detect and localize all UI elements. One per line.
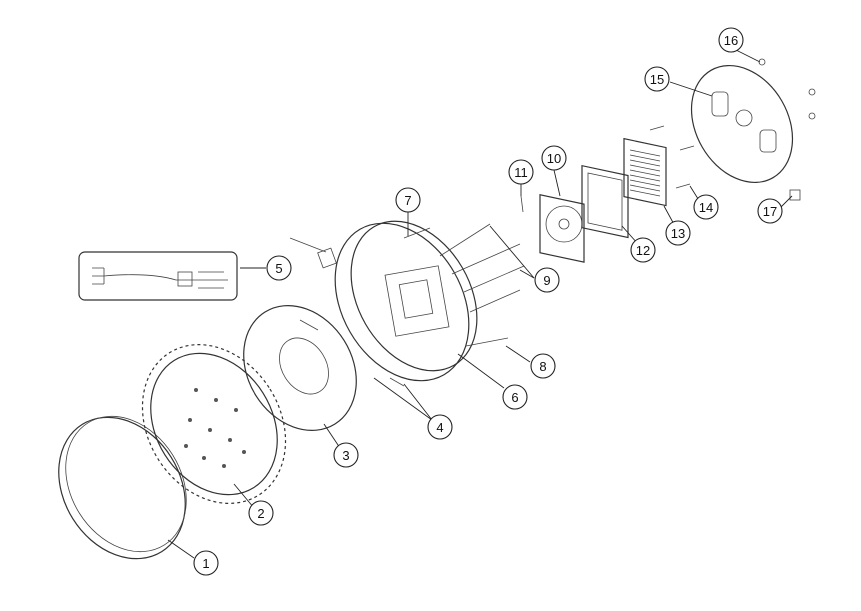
callout-2: 2 [248, 500, 274, 526]
heat-sink-hole [214, 398, 218, 402]
grille-slat [629, 169, 661, 177]
callout-circle [427, 414, 453, 440]
grille-slat [629, 164, 661, 172]
callout-circle [248, 500, 274, 526]
part-fan-pin [520, 195, 524, 213]
callout-17: 17 [757, 198, 783, 224]
part-vent-grille [623, 137, 667, 207]
part-cable-assembly [78, 237, 337, 301]
callout-13: 13 [665, 220, 691, 246]
callout-11: 11 [508, 159, 534, 185]
callout-circle [333, 442, 359, 468]
callout-circle [718, 27, 744, 53]
heat-sink-hole [194, 388, 198, 392]
callout-number: 5 [275, 261, 282, 276]
grille-slat [629, 159, 661, 167]
part-plate-screws [299, 319, 405, 387]
callout-circle [530, 353, 556, 379]
callout-number: 9 [543, 273, 550, 288]
part-grille-screws [649, 125, 695, 189]
callout-14: 14 [693, 194, 719, 220]
callout-circle [665, 220, 691, 246]
callout-number: 15 [650, 72, 664, 87]
grille-slat [629, 174, 661, 182]
callout-circle [193, 550, 219, 576]
callout-number: 3 [342, 448, 349, 463]
grille-slat [629, 149, 661, 157]
callout-number: 14 [699, 200, 713, 215]
heat-sink-hole [202, 456, 206, 460]
grille-slat [629, 184, 661, 192]
callout-number: 6 [511, 390, 518, 405]
part-cover-fasteners [758, 58, 816, 201]
callout-number: 13 [671, 226, 685, 241]
part-back-cover [690, 64, 794, 184]
grille-slat [629, 154, 661, 162]
heat-sink-hole [222, 464, 226, 468]
callout-16: 16 [718, 27, 744, 53]
callout-number: 7 [404, 193, 411, 208]
callout-circle [757, 198, 783, 224]
callout-number: 17 [763, 204, 777, 219]
heat-sink-hole [188, 418, 192, 422]
part-heat-sink [141, 344, 287, 504]
heat-sink-hole [184, 444, 188, 448]
callout-number: 8 [539, 359, 546, 374]
callout-4: 4 [427, 414, 453, 440]
callout-number: 12 [636, 243, 650, 258]
callout-circle [541, 145, 567, 171]
callout-number: 11 [514, 165, 528, 180]
callout-8: 8 [530, 353, 556, 379]
heat-sink-hole [234, 408, 238, 412]
callout-circle [395, 187, 421, 213]
heat-sink-hole [242, 450, 246, 454]
callout-circle [630, 237, 656, 263]
callout-circle [508, 159, 534, 185]
callout-number: 16 [724, 33, 738, 48]
part-main-housing [334, 220, 478, 382]
callout-3: 3 [333, 442, 359, 468]
grille-slat [629, 189, 661, 197]
callout-1: 1 [193, 550, 219, 576]
part-housing-bolts [403, 223, 525, 347]
heat-sink-hole [228, 438, 232, 442]
callout-12: 12 [630, 237, 656, 263]
callout-circle [534, 267, 560, 293]
callout-15: 15 [644, 66, 670, 92]
callout-6: 6 [502, 384, 528, 410]
callout-number: 10 [547, 151, 561, 166]
callout-9: 9 [534, 267, 560, 293]
part-mounting-plate [243, 305, 357, 431]
callout-number: 2 [257, 506, 264, 521]
callout-5: 5 [266, 255, 292, 281]
callout-circle [693, 194, 719, 220]
callout-10: 10 [541, 145, 567, 171]
callout-number: 1 [202, 556, 209, 571]
part-cooling-fan [539, 194, 585, 263]
grille-slat [629, 179, 661, 187]
callout-circle [644, 66, 670, 92]
callout-circle [502, 384, 528, 410]
callout-7: 7 [395, 187, 421, 213]
callout-circle [266, 255, 292, 281]
part-gasket [581, 164, 629, 239]
heat-sink-hole [208, 428, 212, 432]
callout-number: 4 [436, 420, 443, 435]
part-front-lens [58, 415, 187, 560]
